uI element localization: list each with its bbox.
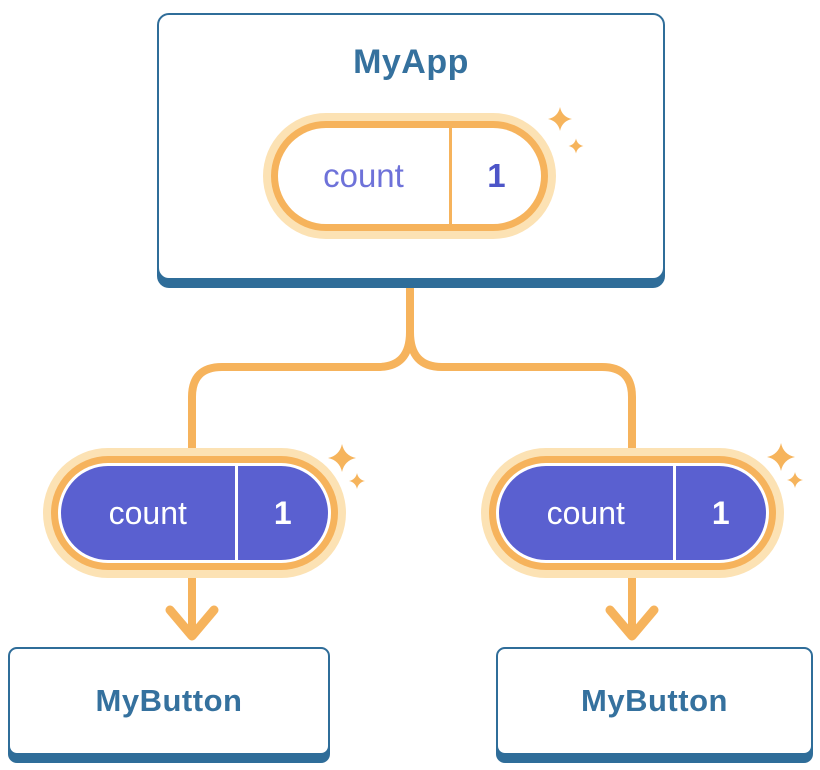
state-pill-root: count 1 bbox=[263, 113, 556, 239]
sparkle-icon bbox=[546, 105, 585, 155]
pill-border-ring: count 1 bbox=[489, 456, 776, 570]
pill-body: count 1 bbox=[278, 128, 541, 224]
pill-divider bbox=[448, 128, 452, 224]
sparkle-icon bbox=[765, 441, 804, 489]
branch-line-right bbox=[406, 288, 636, 630]
state-name-label: count bbox=[323, 157, 404, 194]
state-value-label: 1 bbox=[711, 494, 730, 531]
component-title: MyApp bbox=[353, 43, 469, 81]
state-name-label: count bbox=[546, 494, 625, 531]
sparkle-icon bbox=[326, 442, 366, 490]
component-card-mybutton-left: MyButton bbox=[8, 647, 330, 755]
pill-white-ring: count 1 bbox=[58, 463, 331, 563]
state-name-label: count bbox=[108, 494, 187, 531]
arrow-down-icon bbox=[165, 605, 219, 641]
pill-border-ring: count 1 bbox=[51, 456, 338, 570]
state-value-label: 1 bbox=[487, 157, 506, 194]
state-pill-child-left: count 1 bbox=[43, 448, 346, 578]
state-value-label: 1 bbox=[273, 494, 292, 531]
state-pill-child-right: count 1 bbox=[481, 448, 784, 578]
pill-body: count 1 bbox=[499, 466, 766, 560]
component-card-mybutton-right: MyButton bbox=[496, 647, 813, 755]
component-title: MyButton bbox=[581, 683, 728, 718]
pill-divider bbox=[672, 466, 676, 560]
component-title: MyButton bbox=[95, 683, 243, 718]
arrow-down-icon bbox=[605, 605, 659, 641]
pill-divider bbox=[234, 466, 238, 560]
pill-body: count 1 bbox=[61, 466, 328, 560]
pill-white-ring: count 1 bbox=[496, 463, 769, 563]
pill-border-ring: count 1 bbox=[271, 121, 548, 231]
